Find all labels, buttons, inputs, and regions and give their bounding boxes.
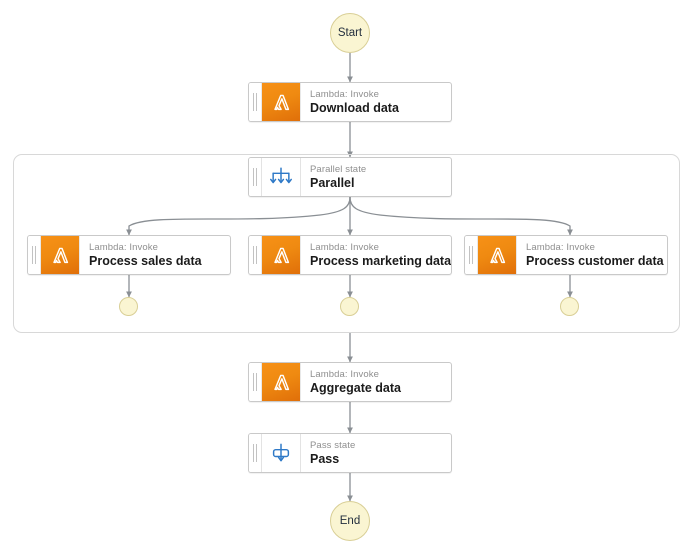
- drag-handle[interactable]: [249, 83, 261, 121]
- node-subtitle: Lambda: Invoke: [310, 88, 379, 100]
- node-labels: Lambda: Invoke Download data: [301, 83, 451, 121]
- node-labels: Lambda: Invoke Aggregate data: [301, 363, 451, 401]
- state-node-aggregate-data[interactable]: Lambda: Invoke Aggregate data: [248, 362, 452, 402]
- lambda-icon: [477, 236, 517, 274]
- node-subtitle: Pass state: [310, 439, 356, 451]
- node-subtitle: Lambda: Invoke: [310, 241, 379, 253]
- drag-handle[interactable]: [249, 158, 261, 196]
- node-title: Process marketing data: [310, 253, 452, 268]
- node-labels: Lambda: Invoke Process marketing data: [301, 236, 451, 274]
- node-title: Parallel: [310, 175, 355, 190]
- node-subtitle: Parallel state: [310, 163, 367, 175]
- node-labels: Parallel state Parallel: [301, 158, 451, 196]
- end-node[interactable]: End: [330, 501, 370, 541]
- parallel-fork-icon: [261, 158, 301, 196]
- state-node-process-marketing-data[interactable]: Lambda: Invoke Process marketing data: [248, 235, 452, 275]
- node-title: Process sales data: [89, 253, 202, 268]
- marketing-branch-end-node[interactable]: [340, 297, 359, 316]
- lambda-icon: [40, 236, 80, 274]
- state-node-parallel[interactable]: Parallel state Parallel: [248, 157, 452, 197]
- node-labels: Lambda: Invoke Process customer data: [517, 236, 667, 274]
- node-title: Download data: [310, 100, 399, 115]
- node-title: Pass: [310, 451, 340, 466]
- sales-branch-end-node[interactable]: [119, 297, 138, 316]
- pass-state-icon: [261, 434, 301, 472]
- node-title: Aggregate data: [310, 380, 401, 395]
- lambda-icon: [261, 236, 301, 274]
- drag-handle[interactable]: [249, 236, 261, 274]
- start-node[interactable]: Start: [330, 13, 370, 53]
- node-subtitle: Lambda: Invoke: [89, 241, 158, 253]
- lambda-icon: [261, 363, 301, 401]
- drag-handle[interactable]: [465, 236, 477, 274]
- node-subtitle: Lambda: Invoke: [526, 241, 595, 253]
- drag-handle[interactable]: [249, 434, 261, 472]
- state-node-process-sales-data[interactable]: Lambda: Invoke Process sales data: [27, 235, 231, 275]
- node-title: Process customer data: [526, 253, 664, 268]
- customer-branch-end-node[interactable]: [560, 297, 579, 316]
- drag-handle[interactable]: [249, 363, 261, 401]
- start-node-label: Start: [337, 27, 363, 39]
- end-node-label: End: [339, 515, 361, 527]
- parallel-branch-container: [13, 154, 680, 333]
- lambda-icon: [261, 83, 301, 121]
- state-node-pass[interactable]: Pass state Pass: [248, 433, 452, 473]
- node-subtitle: Lambda: Invoke: [310, 368, 379, 380]
- node-labels: Pass state Pass: [301, 434, 451, 472]
- node-labels: Lambda: Invoke Process sales data: [80, 236, 230, 274]
- drag-handle[interactable]: [28, 236, 40, 274]
- state-node-download-data[interactable]: Lambda: Invoke Download data: [248, 82, 452, 122]
- state-node-process-customer-data[interactable]: Lambda: Invoke Process customer data: [464, 235, 668, 275]
